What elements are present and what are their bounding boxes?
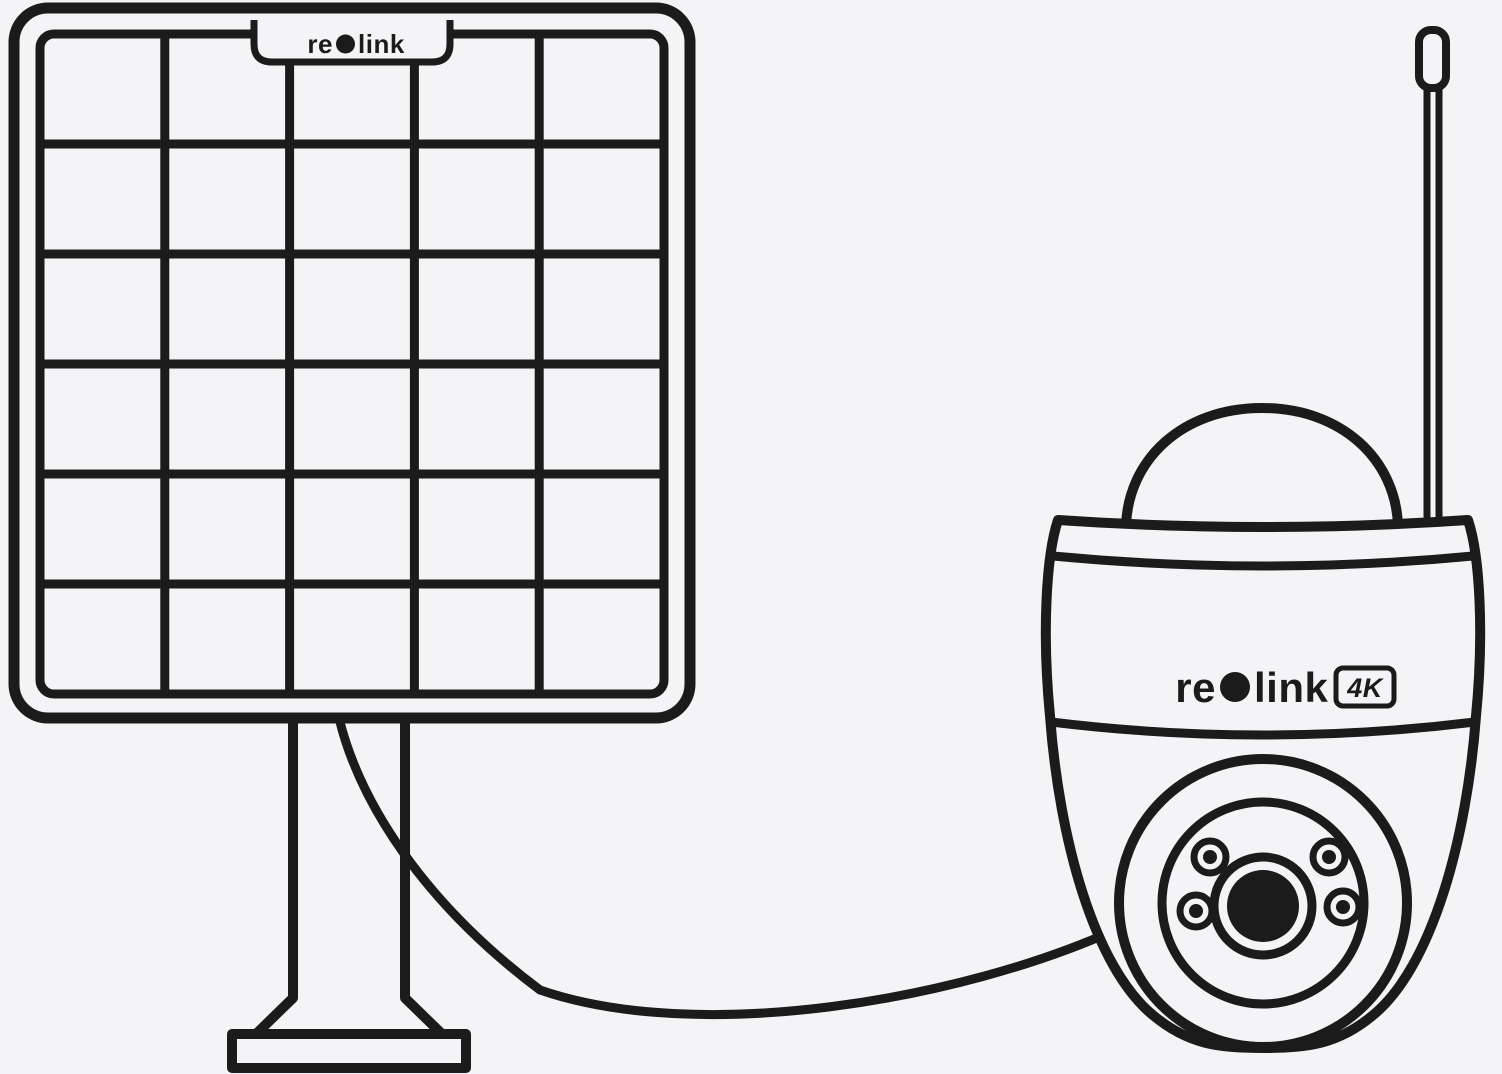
ir-led-left <box>1176 891 1216 931</box>
badge-4k-label: 4K <box>1346 673 1385 703</box>
ir-led-top-left <box>1190 837 1230 877</box>
ir-led-top-right <box>1309 837 1349 877</box>
ir-led-dot <box>1189 904 1203 918</box>
camera-collar-line <box>1048 551 1478 571</box>
brand-dot-icon <box>336 34 355 54</box>
antenna-tip <box>1415 26 1450 92</box>
camera-seam-line <box>1046 717 1480 740</box>
connection-cable <box>335 717 1120 1020</box>
camera-lens-assembly <box>1114 754 1412 1052</box>
ir-led-dot <box>1336 900 1350 914</box>
stand-base <box>227 1029 471 1073</box>
security-camera: re link 4K <box>1040 26 1486 1053</box>
brand-dot-icon <box>1220 672 1250 702</box>
solar-panel: re link <box>8 2 696 724</box>
ir-led-dot <box>1203 850 1217 864</box>
brand-re-text: re <box>307 29 333 59</box>
camera-dome <box>1121 403 1403 527</box>
antenna <box>1415 26 1450 533</box>
brand-re-text: re <box>1175 664 1216 711</box>
brand-link-text: link <box>358 29 405 59</box>
panel-grid <box>40 34 664 694</box>
antenna-shaft <box>1423 80 1443 533</box>
ir-led-dot <box>1322 850 1336 864</box>
brand-link-text: link <box>1254 664 1328 711</box>
camera-brand-logo: re link 4K <box>1175 664 1397 711</box>
panel-brand-logo: re link <box>307 29 404 59</box>
panel-stand <box>227 712 471 1073</box>
ir-led-right <box>1323 887 1363 927</box>
badge-4k-frame <box>1333 665 1397 709</box>
lens-pupil <box>1227 870 1299 942</box>
